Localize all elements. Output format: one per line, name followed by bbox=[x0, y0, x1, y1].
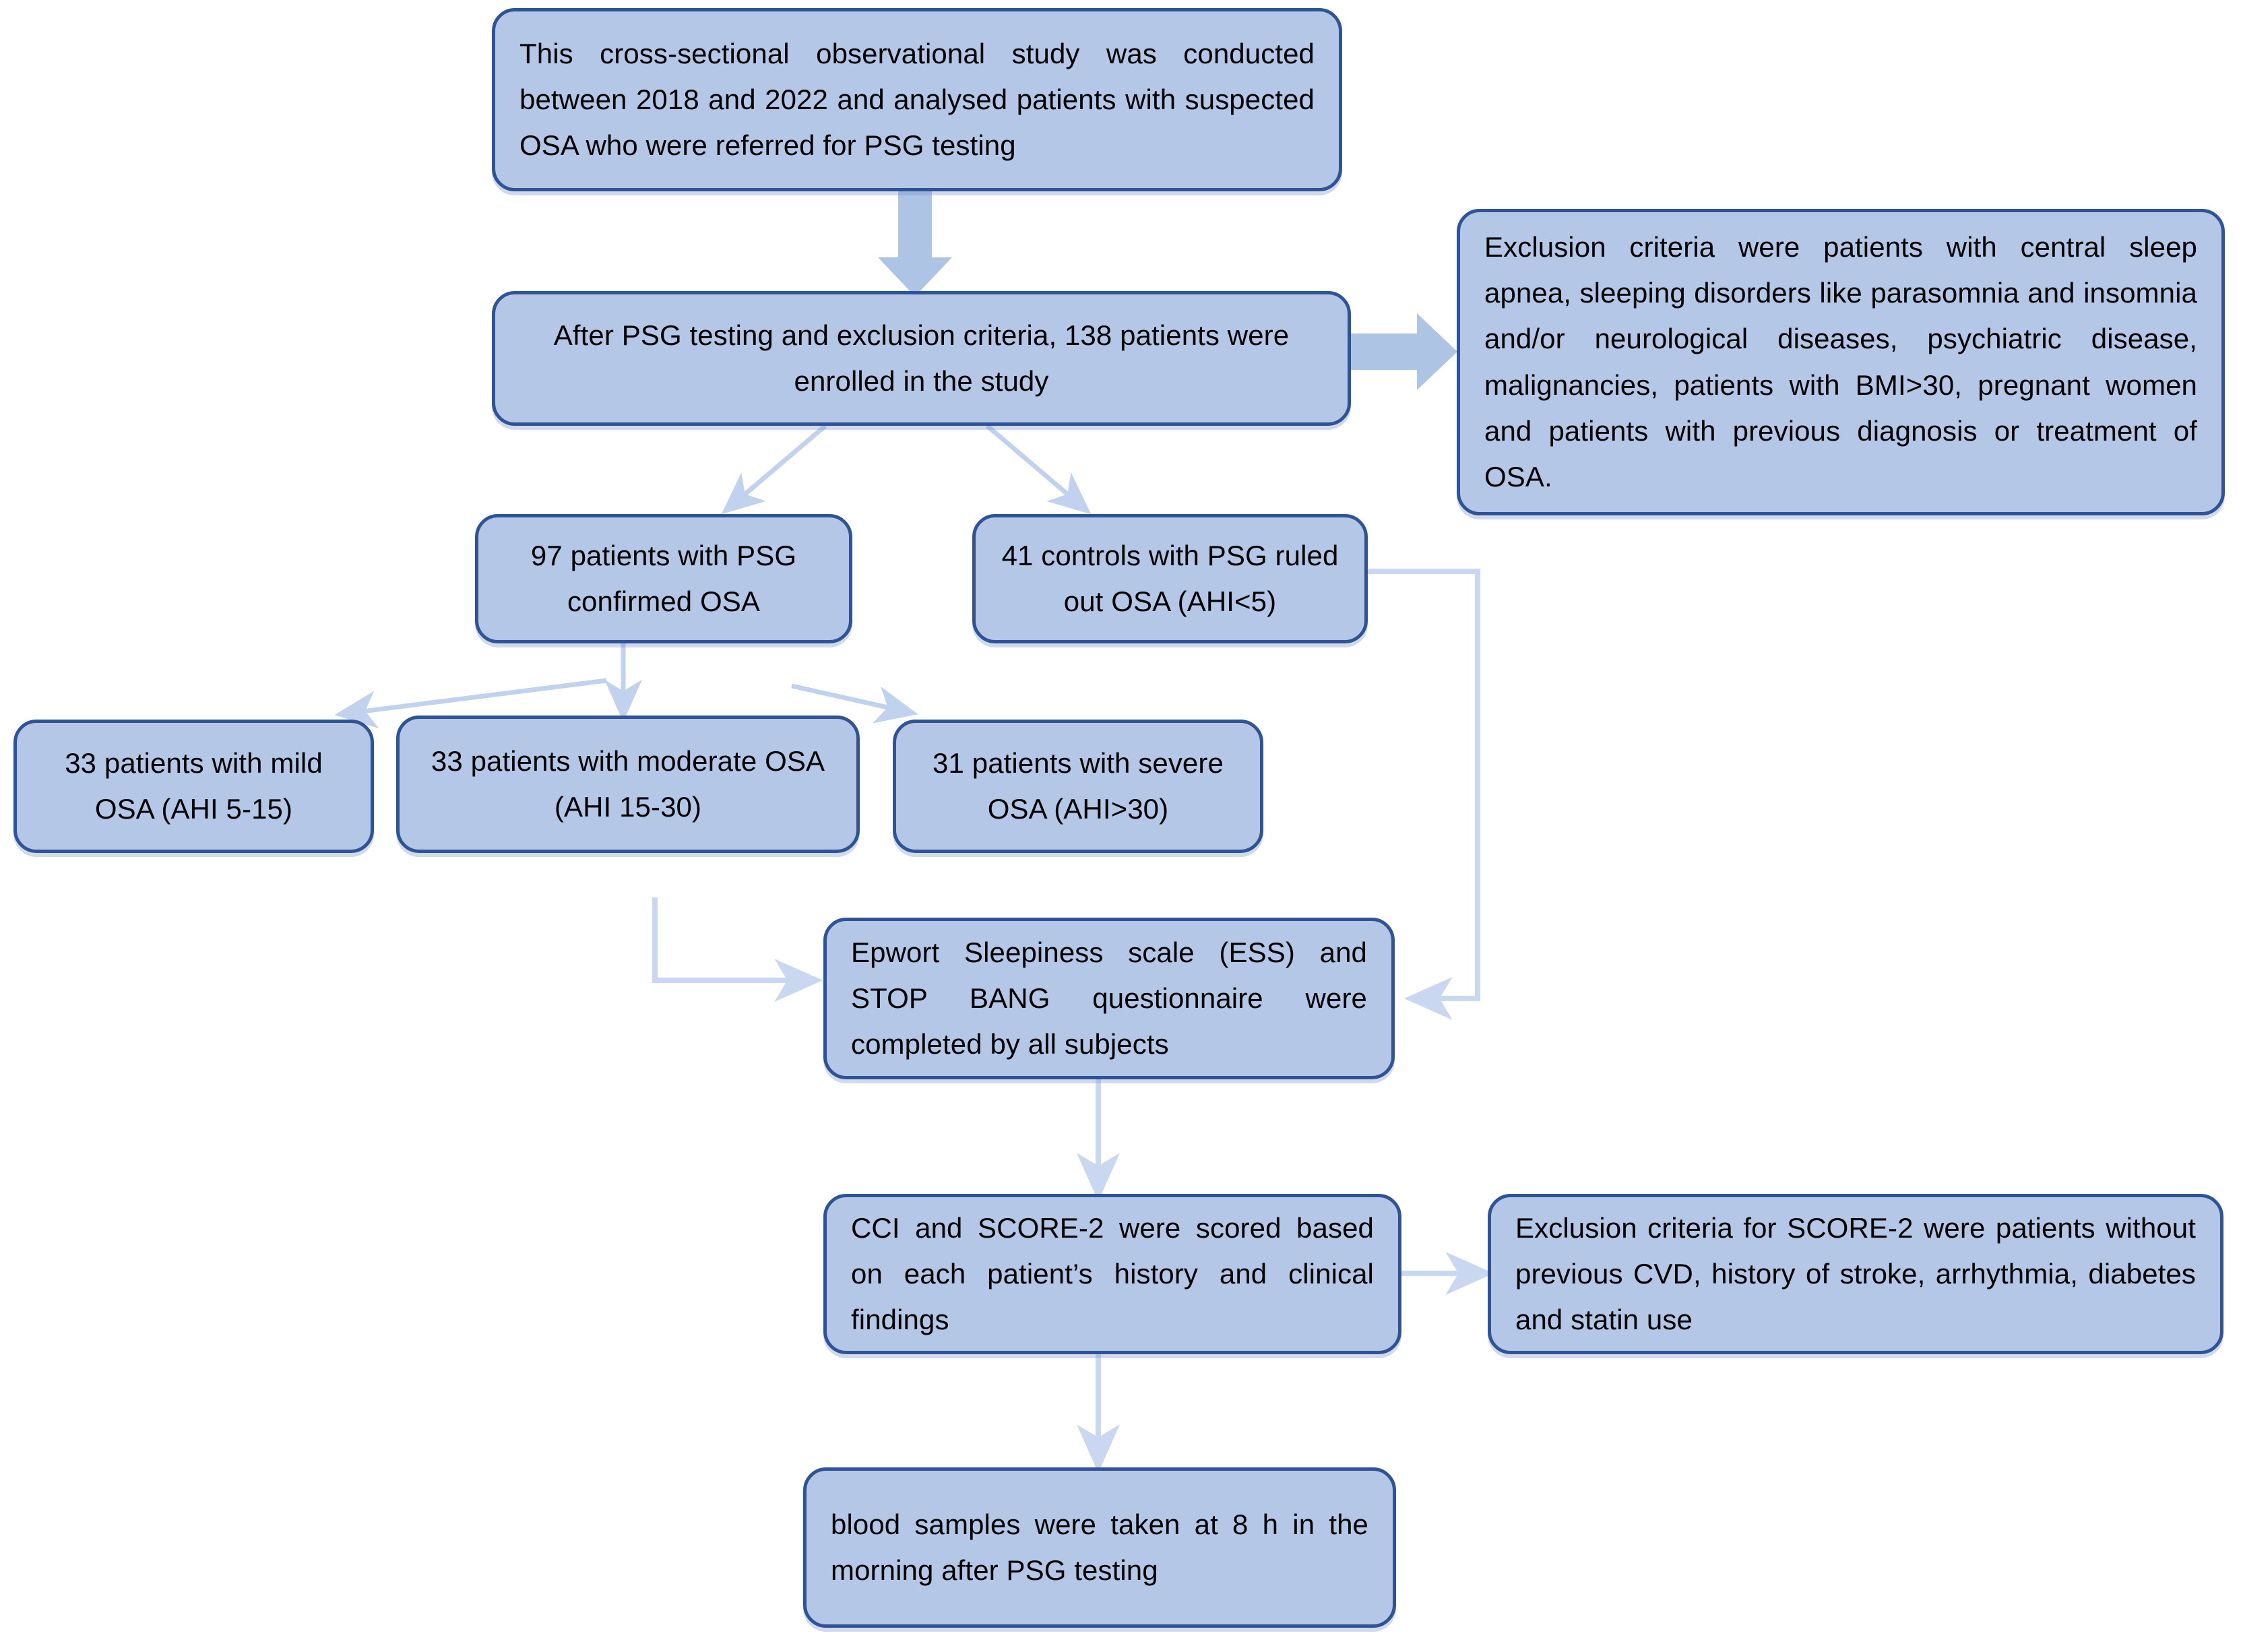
node-moderate-osa-text: 33 patients with moderate OSA (AHI 15-30… bbox=[431, 744, 825, 823]
node-blood-samples[interactable]: blood samples were taken at 8 h in the m… bbox=[803, 1467, 1396, 1628]
node-exclusion-criteria-text: Exclusion criteria were patients with ce… bbox=[1484, 231, 2197, 493]
node-mild-osa[interactable]: 33 patients with mild OSA (AHI 5-15) bbox=[13, 720, 374, 853]
node-controls-text: 41 controls with PSG ruled out OSA (AHI<… bbox=[1001, 539, 1339, 617]
node-scoring-text: CCI and SCORE-2 were scored based on eac… bbox=[851, 1211, 1374, 1336]
arrow-enrolled-to-osa-confirmed bbox=[721, 424, 827, 515]
node-enrolled-text: After PSG testing and exclusion criteria… bbox=[553, 319, 1290, 397]
node-score2-exclusion[interactable]: Exclusion criteria for SCORE-2 were pati… bbox=[1488, 1194, 2223, 1354]
arrow-osa-to-mild bbox=[334, 678, 607, 729]
node-scoring[interactable]: CCI and SCORE-2 were scored based on eac… bbox=[823, 1194, 1401, 1354]
node-osa-confirmed-text: 97 patients with PSG confirmed OSA bbox=[530, 539, 797, 617]
node-severe-osa[interactable]: 31 patients with severe OSA (AHI>30) bbox=[893, 720, 1263, 853]
arrow-study-design-to-enrolled bbox=[878, 190, 952, 296]
node-mild-osa-text: 33 patients with mild OSA (AHI 5-15) bbox=[65, 746, 323, 825]
arrow-moderate-to-questionnaires bbox=[652, 897, 823, 1002]
node-moderate-osa[interactable]: 33 patients with moderate OSA (AHI 15-30… bbox=[396, 716, 860, 853]
node-score2-exclusion-text: Exclusion criteria for SCORE-2 were pati… bbox=[1515, 1211, 2196, 1336]
node-study-design[interactable]: This cross-sectional observational study… bbox=[492, 8, 1342, 191]
node-questionnaires-text: Epwort Sleepiness scale (ESS) and STOP B… bbox=[851, 936, 1367, 1060]
arrow-osa-to-severe bbox=[791, 683, 918, 724]
arrow-enrolled-to-controls bbox=[985, 424, 1092, 515]
arrow-enrolled-to-exclusion bbox=[1350, 313, 1457, 390]
node-enrolled[interactable]: After PSG testing and exclusion criteria… bbox=[492, 291, 1351, 426]
node-controls[interactable]: 41 controls with PSG ruled out OSA (AHI<… bbox=[972, 514, 1368, 643]
node-questionnaires[interactable]: Epwort Sleepiness scale (ESS) and STOP B… bbox=[823, 918, 1395, 1079]
node-osa-confirmed[interactable]: 97 patients with PSG confirmed OSA bbox=[475, 514, 852, 643]
node-exclusion-criteria[interactable]: Exclusion criteria were patients with ce… bbox=[1457, 209, 2225, 515]
node-severe-osa-text: 31 patients with severe OSA (AHI>30) bbox=[933, 746, 1224, 825]
node-blood-samples-text: blood samples were taken at 8 h in the m… bbox=[831, 1508, 1368, 1586]
node-study-design-text: This cross-sectional observational study… bbox=[519, 37, 1315, 162]
